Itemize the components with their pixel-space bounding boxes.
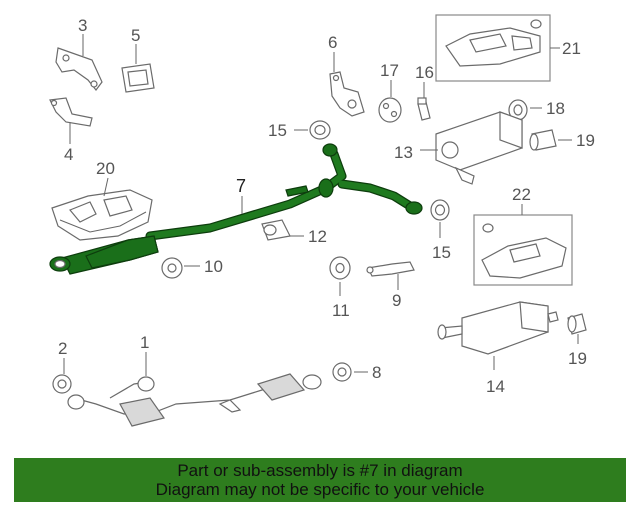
part-5-hanger[interactable] [121, 63, 155, 93]
part-7-center-pipe[interactable] [49, 143, 423, 275]
callout-15a: 15 [268, 121, 287, 140]
part-6-bracket[interactable] [329, 71, 365, 117]
part-11-hanger[interactable] [329, 256, 351, 280]
part-20-heat-shield[interactable] [51, 189, 153, 241]
part-1-front-pipe[interactable] [67, 373, 322, 427]
part-14-muffler[interactable] [437, 301, 559, 355]
callout-14: 14 [486, 377, 505, 396]
callout-8: 8 [372, 363, 381, 382]
callout-9: 9 [392, 291, 401, 310]
callout-5: 5 [131, 26, 140, 45]
part-8-gasket[interactable] [332, 362, 352, 382]
part-2-gasket[interactable] [52, 374, 72, 394]
exhaust-parts-diagram: 3 5 4 20 6 17 16 [49, 14, 595, 427]
part-22-box [473, 214, 573, 286]
part-12-insulator[interactable] [261, 219, 291, 241]
callout-2: 2 [58, 339, 67, 358]
part-16-clip[interactable] [417, 97, 431, 121]
callout-17: 17 [380, 61, 399, 80]
callout-6: 6 [328, 33, 337, 52]
part-4-bracket[interactable] [49, 97, 93, 127]
part-21-heat-shield[interactable] [445, 19, 542, 67]
part-17-hanger[interactable] [378, 97, 402, 123]
callout-19b: 19 [568, 349, 587, 368]
callout-10: 10 [204, 257, 223, 276]
callout-3: 3 [78, 16, 87, 35]
callout-21: 21 [562, 39, 581, 58]
part-19-tip-upper[interactable] [529, 129, 557, 151]
part-13-muffler[interactable] [435, 111, 523, 185]
callout-22: 22 [512, 185, 531, 204]
part-3-bracket[interactable] [55, 47, 103, 91]
part-22-heat-shield[interactable] [481, 223, 567, 279]
callout-12: 12 [308, 227, 327, 246]
part-15-gasket-lower[interactable] [430, 199, 450, 221]
part-10-hanger[interactable] [161, 257, 183, 279]
callout-11: 11 [332, 301, 350, 320]
part-info-banner: Part or sub-assembly is #7 in diagram Di… [14, 458, 626, 502]
callout-1: 1 [140, 333, 149, 352]
callout-13: 13 [394, 143, 413, 162]
callout-4: 4 [64, 145, 73, 164]
part-15-gasket-upper[interactable] [309, 120, 331, 140]
callout-16: 16 [415, 63, 434, 82]
part-19-tip-lower[interactable] [567, 313, 587, 335]
banner-line-2: Diagram may not be specific to your vehi… [155, 480, 485, 499]
banner-line-1: Part or sub-assembly is #7 in diagram [177, 461, 463, 480]
part-9-bracket[interactable] [366, 261, 415, 277]
callout-7: 7 [236, 176, 246, 196]
callout-19a: 19 [576, 131, 595, 150]
callout-18: 18 [546, 99, 565, 118]
callout-20: 20 [96, 159, 115, 178]
callout-15b: 15 [432, 243, 451, 262]
